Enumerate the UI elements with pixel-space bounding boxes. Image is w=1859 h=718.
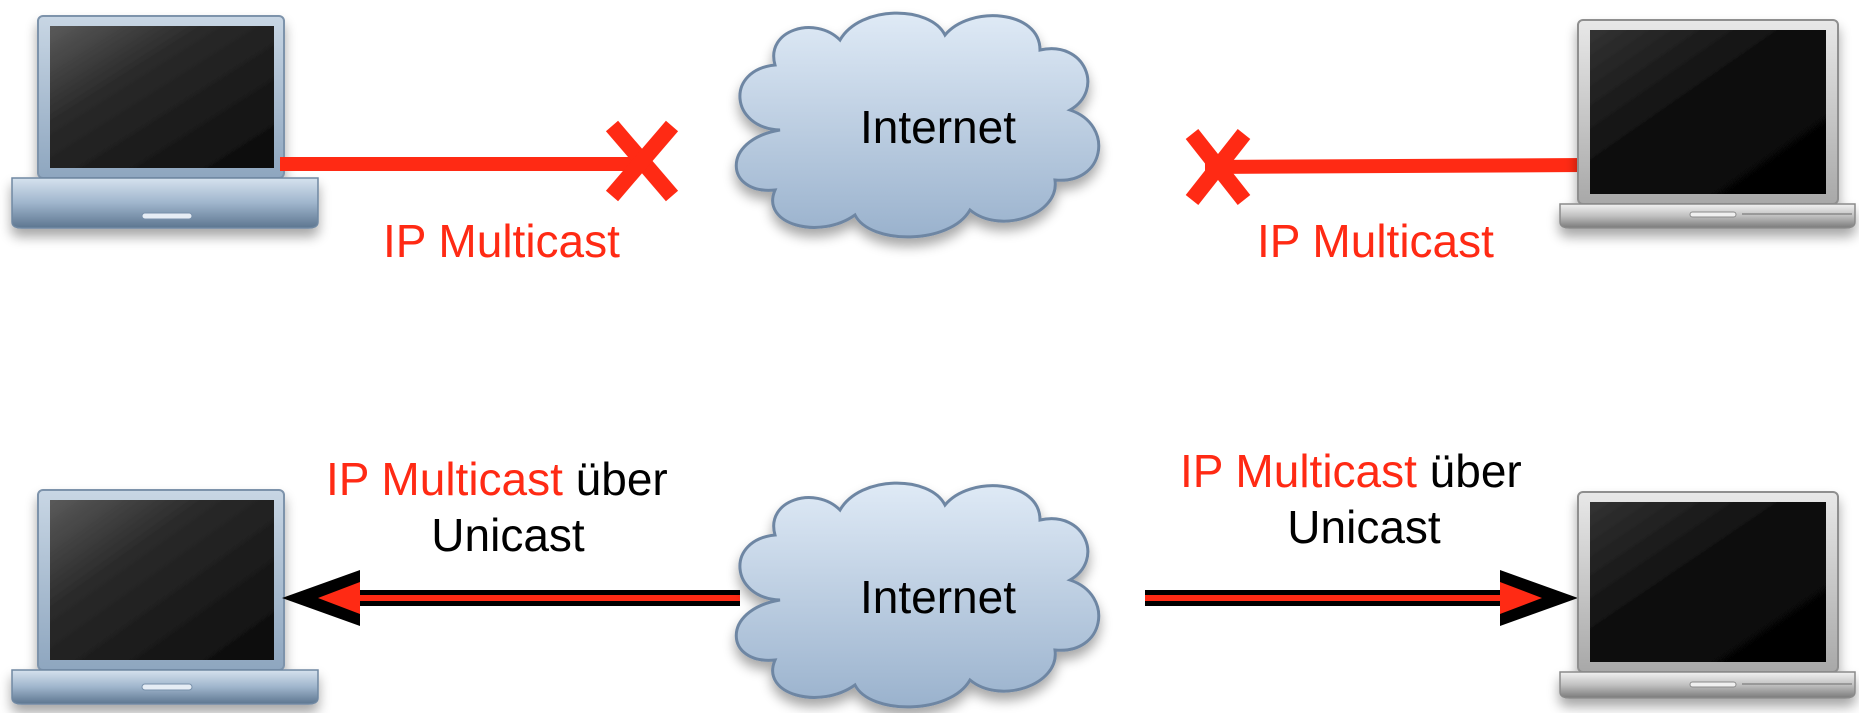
bottom-left-label-black: über (562, 453, 668, 505)
top-left-link-label: IP Multicast (383, 215, 620, 267)
bottom-left-link-label: IP Multicast über (326, 452, 668, 506)
top-right-link (1204, 158, 1586, 174)
laptop-icon (11, 489, 319, 705)
top-right-link-label: IP Multicast (1257, 215, 1494, 267)
laptop-icon (1559, 19, 1856, 229)
top-cloud-label: Internet (860, 101, 1016, 153)
laptop-icon (1559, 491, 1856, 699)
bottom-right-label-black: über (1416, 445, 1522, 497)
laptop-icon (11, 15, 319, 229)
bottom-right-link-label: IP Multicast über (1180, 444, 1522, 498)
bottom-right-label-red: IP Multicast (1180, 445, 1417, 497)
bottom-right-arrow (1145, 570, 1578, 626)
bottom-left-arrow (282, 570, 740, 626)
bottom-cloud-label: Internet (860, 571, 1016, 623)
bottom-left-label-red: IP Multicast (326, 453, 563, 505)
blocked-marker-icon (605, 120, 679, 202)
bottom-left-link-label-line2: Unicast (431, 509, 585, 561)
bottom-right-link-label-line2: Unicast (1287, 501, 1441, 553)
